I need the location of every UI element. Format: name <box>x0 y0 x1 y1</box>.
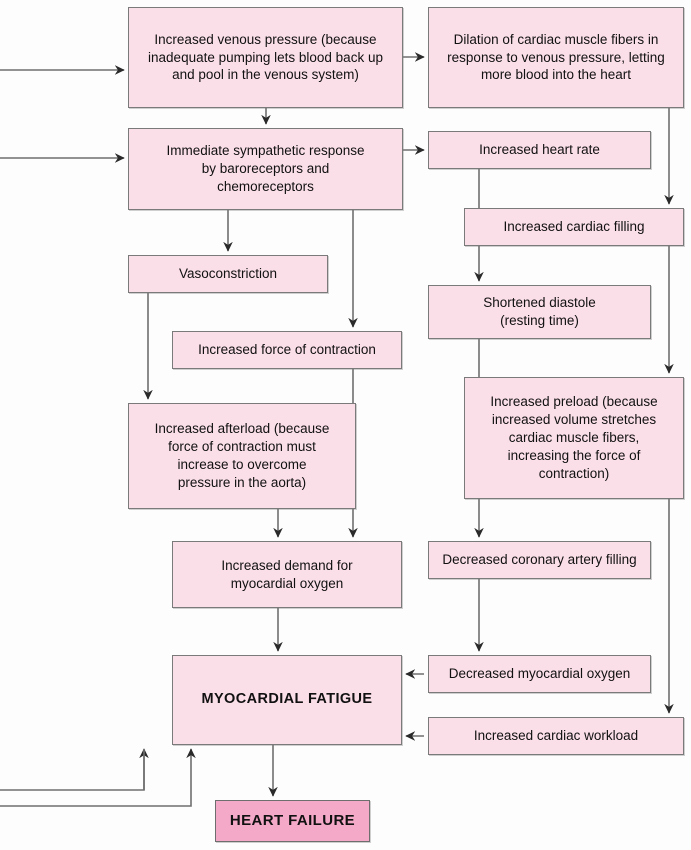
node-label: Immediate sympathetic response by barore… <box>166 143 365 194</box>
node-myocardial-fatigue[interactable]: MYOCARDIAL FATIGUE <box>172 655 402 745</box>
node-label: MYOCARDIAL FATIGUE <box>201 691 373 708</box>
edge-feedback-outer <box>0 748 196 807</box>
edge-feedback-inner <box>0 748 149 791</box>
node-label: Increased afterload (because force of co… <box>154 421 330 490</box>
node-increased-force-of-contraction[interactable]: Increased force of contraction <box>172 331 402 369</box>
node-immediate-sympathetic-response[interactable]: Immediate sympathetic response by barore… <box>128 128 403 210</box>
node-label: Increased venous pressure (because inade… <box>148 31 383 83</box>
node-label: Shortened diastole (resting time) <box>483 295 596 328</box>
node-increased-cardiac-filling[interactable]: Increased cardiac filling <box>464 208 684 246</box>
node-increased-heart-rate[interactable]: Increased heart rate <box>428 131 651 169</box>
node-label: Decreased myocardial oxygen <box>448 666 631 682</box>
node-label: Increased cardiac filling <box>503 219 645 235</box>
node-shortened-diastole[interactable]: Shortened diastole (resting time) <box>428 285 651 339</box>
node-label: Dilation of cardiac muscle fibers in res… <box>447 31 665 83</box>
node-increased-demand-for-myocardial-oxygen[interactable]: Increased demand for myocardial oxygen <box>172 541 402 608</box>
node-increased-preload[interactable]: Increased preload (because increased vol… <box>464 377 684 499</box>
node-dilation-of-cardiac-muscle-fibers[interactable]: Dilation of cardiac muscle fibers in res… <box>428 7 684 108</box>
node-increased-venous-pressure[interactable]: Increased venous pressure (because inade… <box>128 7 403 108</box>
node-label: Increased cardiac workload <box>473 728 639 744</box>
node-increased-cardiac-workload[interactable]: Increased cardiac workload <box>428 717 684 755</box>
node-label: Decreased coronary artery filling <box>442 552 637 568</box>
node-decreased-myocardial-oxygen[interactable]: Decreased myocardial oxygen <box>428 655 651 693</box>
node-label: Increased heart rate <box>479 142 600 158</box>
node-label: Increased demand for myocardial oxygen <box>221 557 353 591</box>
node-label: Increased preload (because increased vol… <box>490 394 658 481</box>
node-label: HEART FAILURE <box>229 812 356 830</box>
node-label: Vasoconstriction <box>178 266 278 282</box>
node-label: Increased force of contraction <box>198 342 376 358</box>
node-decreased-coronary-artery-filling[interactable]: Decreased coronary artery filling <box>428 541 651 579</box>
node-heart-failure[interactable]: HEART FAILURE <box>215 800 370 842</box>
node-vasoconstriction[interactable]: Vasoconstriction <box>128 255 328 293</box>
node-increased-afterload[interactable]: Increased afterload (because force of co… <box>128 403 356 509</box>
